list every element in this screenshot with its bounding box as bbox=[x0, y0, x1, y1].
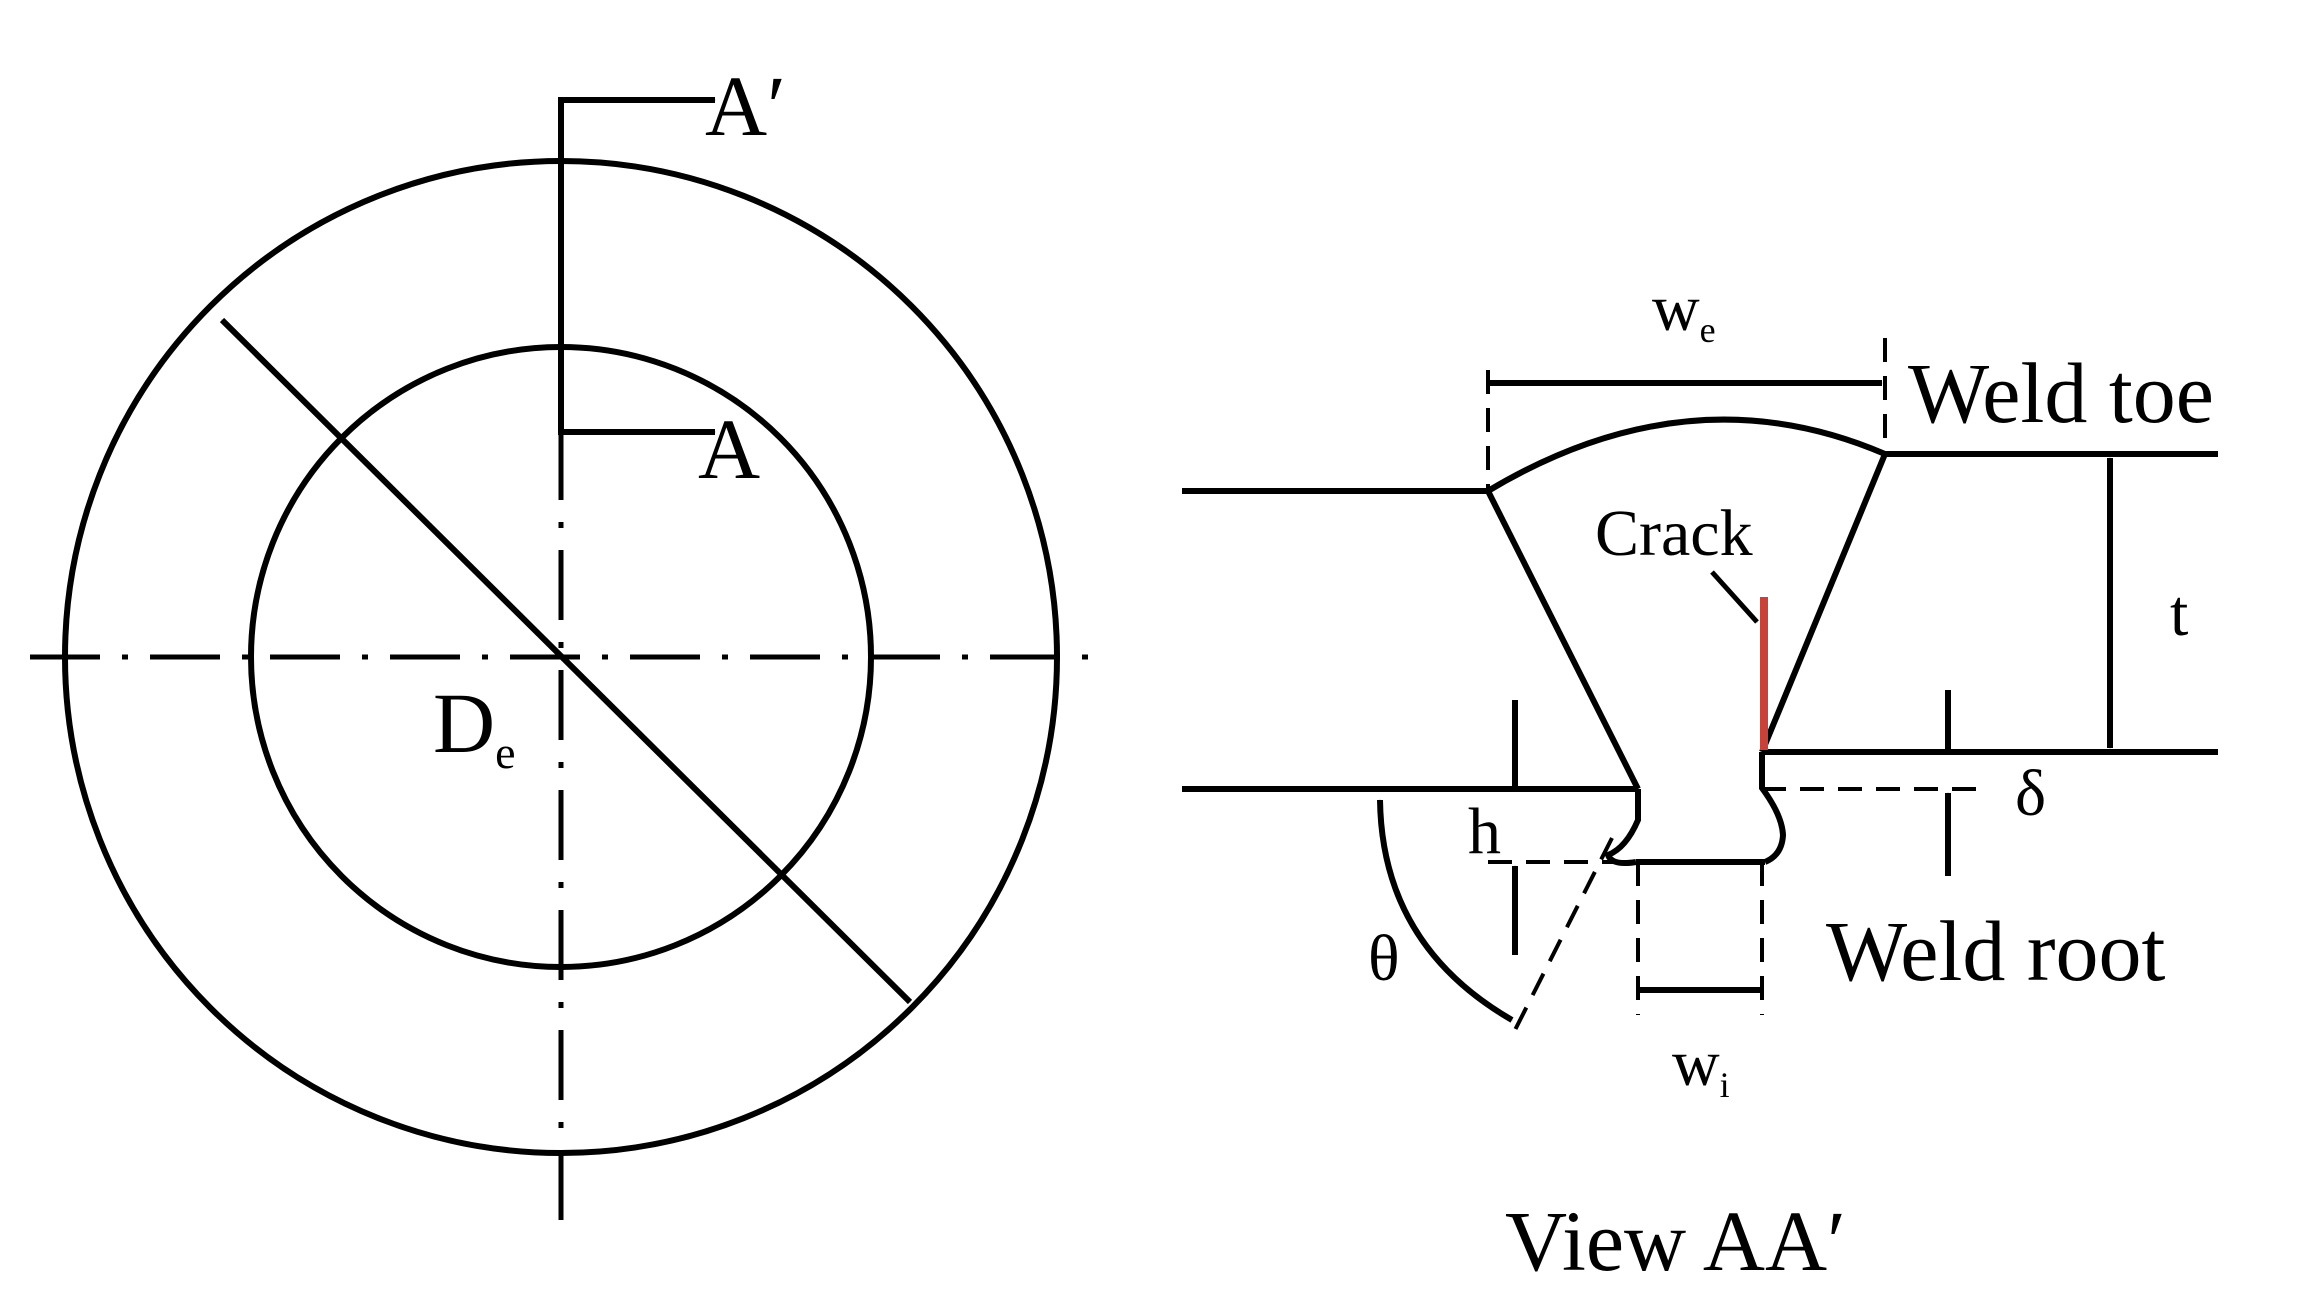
diameter-arrow bbox=[219, 317, 913, 1005]
diameter-label: De bbox=[433, 675, 516, 778]
weld-root-label: Weld root bbox=[1826, 903, 2165, 999]
we-label: we bbox=[1652, 272, 1716, 350]
we-subscript: e bbox=[1700, 310, 1716, 350]
section-line bbox=[558, 97, 708, 435]
wi-symbol: w bbox=[1672, 1027, 1720, 1100]
diameter-subscript: e bbox=[495, 727, 515, 778]
we-symbol: w bbox=[1652, 272, 1700, 345]
section-label-bottom: A bbox=[698, 401, 760, 497]
delta-label: δ bbox=[2015, 757, 2046, 830]
weld-root-left bbox=[1604, 789, 1641, 867]
weld-cap bbox=[1486, 416, 1887, 494]
weld-root-right bbox=[1759, 752, 1787, 865]
groove-wall-right bbox=[1759, 452, 1888, 754]
theta-arc-arrow bbox=[1377, 799, 1514, 1023]
weld-toe-label: Weld toe bbox=[1908, 345, 2214, 441]
thickness-label: t bbox=[2170, 577, 2188, 650]
section-label-top: A′ bbox=[705, 58, 786, 154]
crack-leader-arrow bbox=[1710, 570, 1759, 624]
wi-subscript: i bbox=[1720, 1065, 1730, 1105]
construction-lines bbox=[1486, 338, 1980, 1031]
pipe-cross-section bbox=[30, 97, 1092, 1220]
weld-section bbox=[1182, 338, 2218, 1031]
h-label: h bbox=[1468, 795, 1501, 868]
wi-label: wi bbox=[1672, 1027, 1730, 1105]
crack-label: Crack bbox=[1595, 497, 1753, 570]
view-title: View AA′ bbox=[1505, 1193, 1846, 1289]
theta-label: θ bbox=[1368, 922, 1400, 995]
groove-wall-left bbox=[1485, 489, 1641, 791]
diameter-symbol: D bbox=[433, 675, 495, 771]
